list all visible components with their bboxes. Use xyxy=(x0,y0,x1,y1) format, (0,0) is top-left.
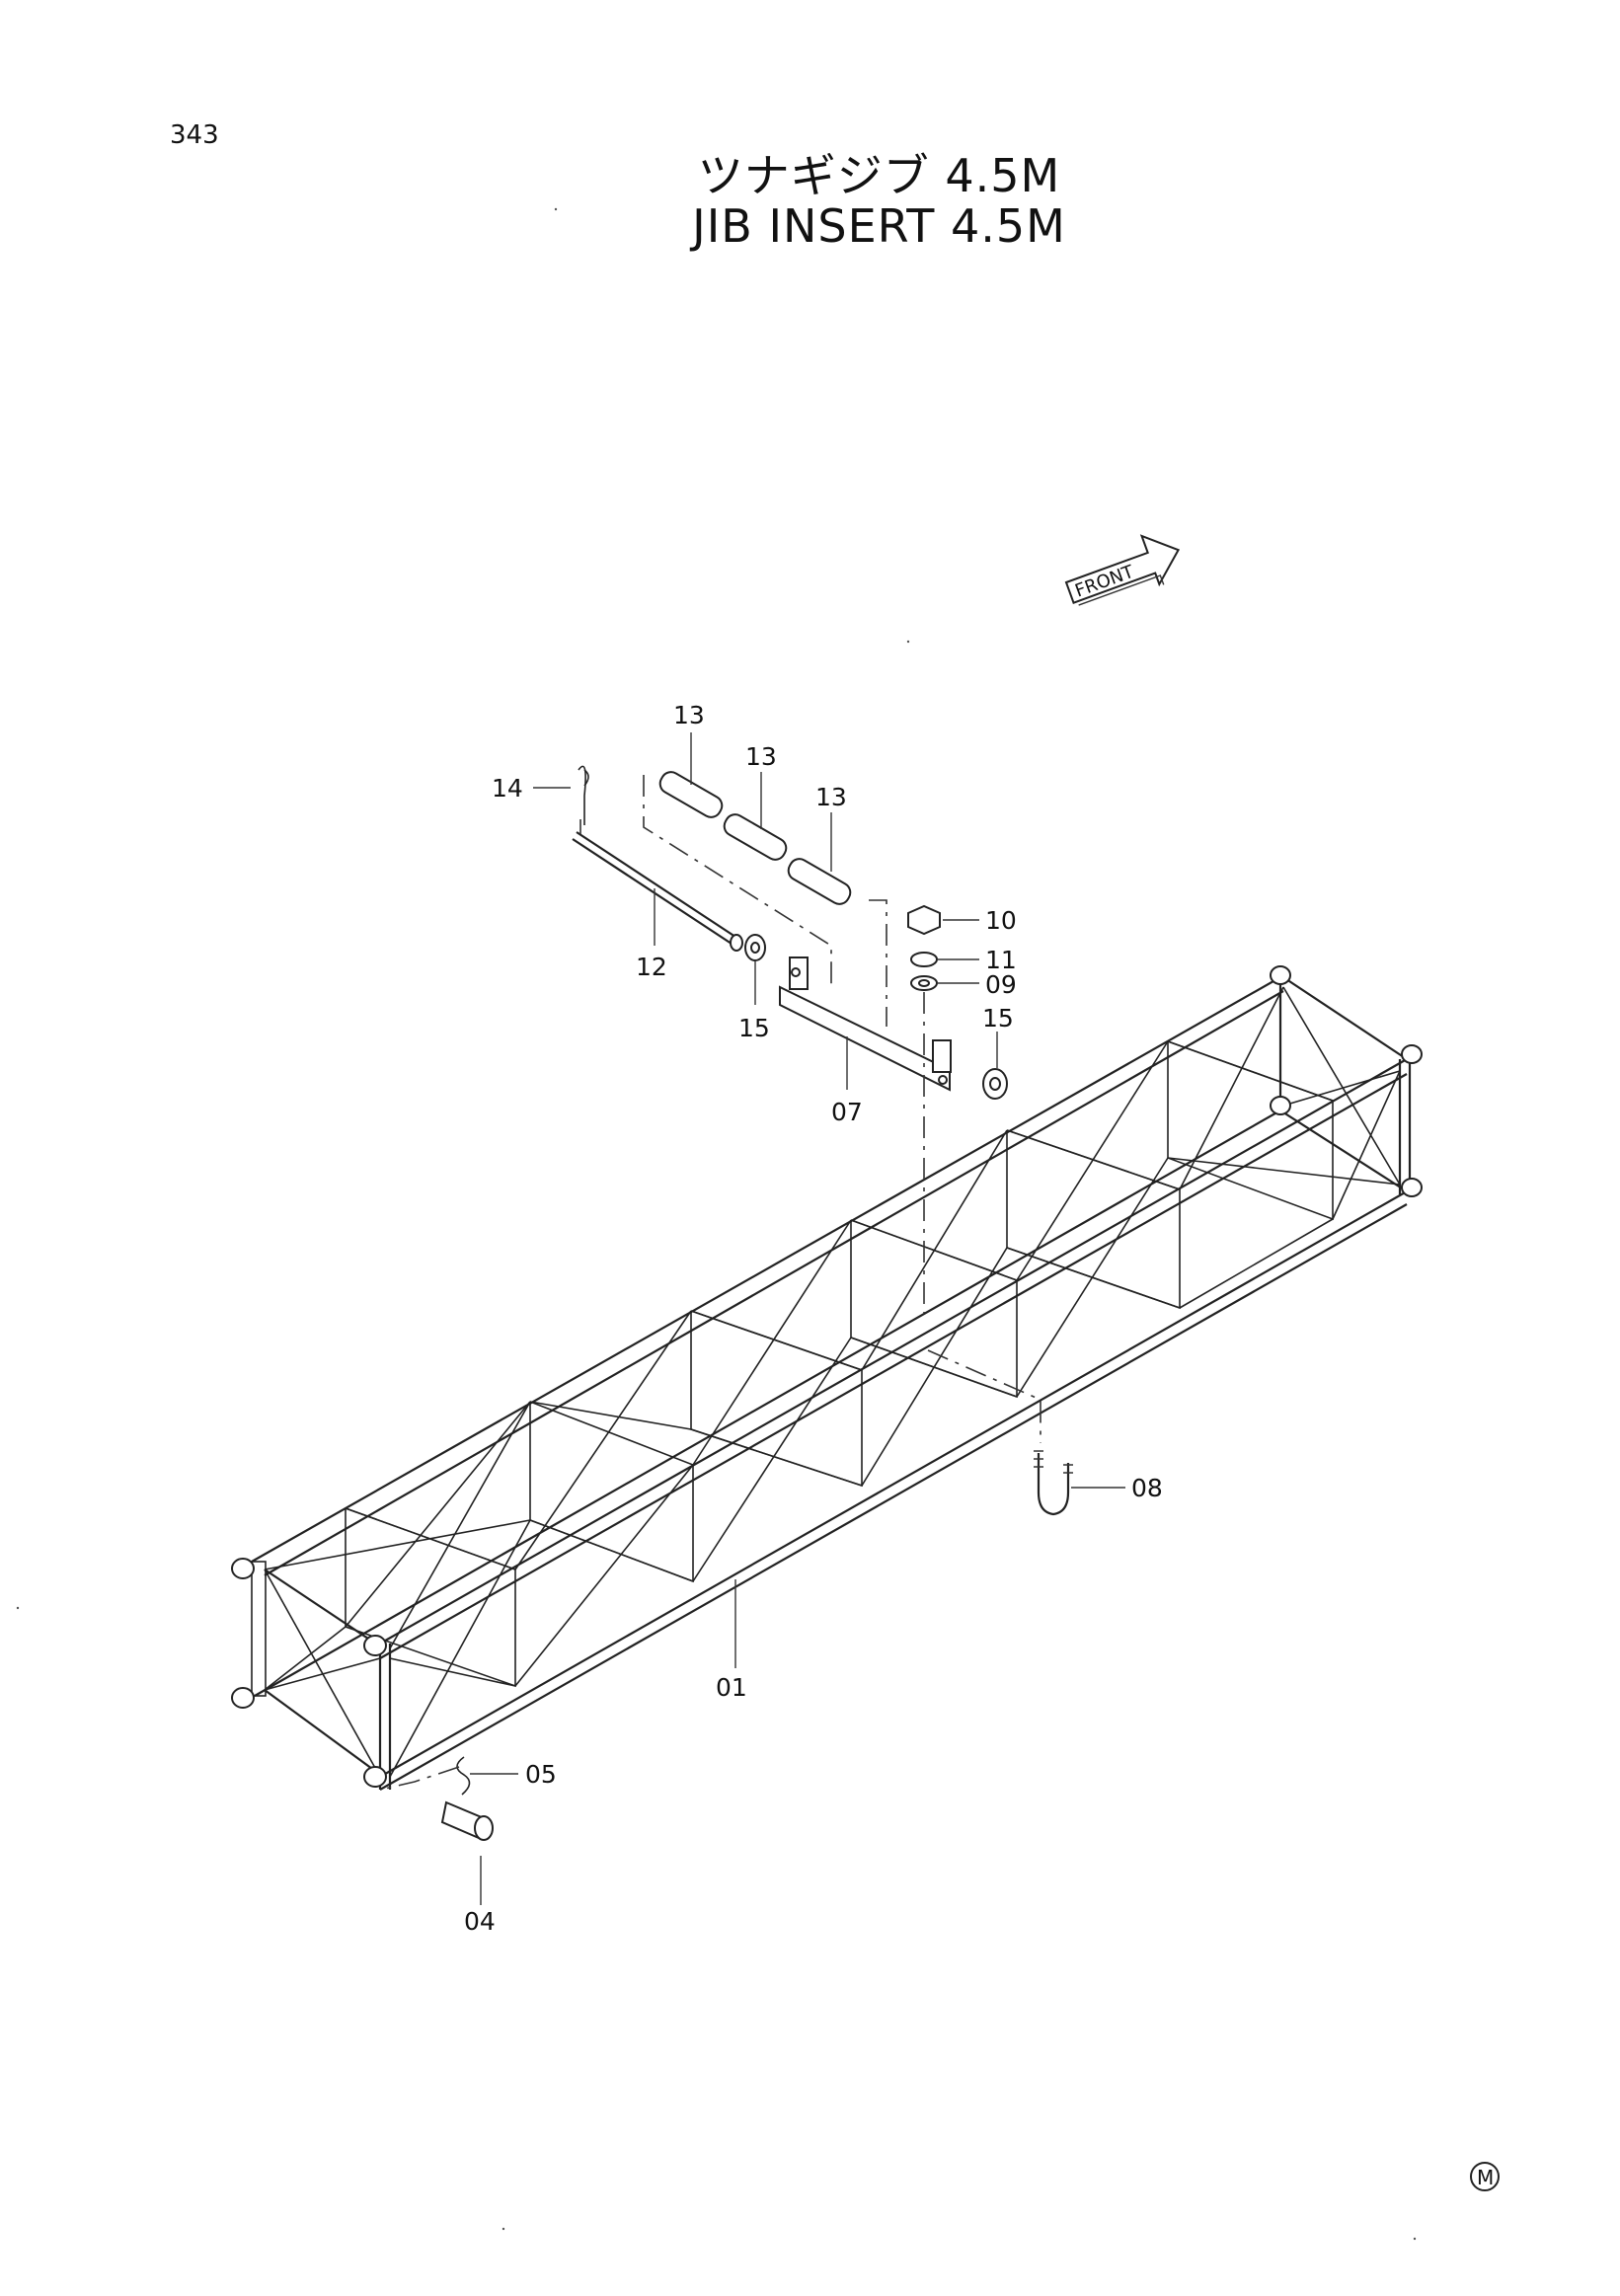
cotter-pin-icon xyxy=(578,765,589,825)
spacer-tubes xyxy=(658,771,852,905)
callout-07: 07 xyxy=(831,1098,863,1126)
callout-14: 14 xyxy=(492,774,523,803)
callout-leaders xyxy=(470,732,1125,1905)
callout-11: 11 xyxy=(985,946,1017,974)
callout-13-top: 13 xyxy=(673,701,705,729)
maker-mark-icon: M xyxy=(1470,2162,1500,2191)
washer-left-icon xyxy=(744,934,766,961)
assembly-lines xyxy=(384,775,1041,1790)
callout-04: 04 xyxy=(464,1907,496,1936)
callout-13-middle: 13 xyxy=(745,742,777,771)
hex-nut-icon xyxy=(907,904,941,936)
pendant-link xyxy=(779,957,952,1092)
washer-icon xyxy=(910,975,938,991)
callout-15-left: 15 xyxy=(738,1014,770,1042)
lock-washer-icon xyxy=(910,952,938,967)
page-title-japanese: ツナギジブ 4.5M xyxy=(697,149,1061,202)
callout-01: 01 xyxy=(716,1673,747,1702)
pin-part xyxy=(572,831,743,952)
lock-pin-icon xyxy=(440,1800,494,1841)
r-clip-icon xyxy=(456,1756,471,1796)
callout-13-bottom: 13 xyxy=(815,783,847,811)
front-arrow-icon: FRONT xyxy=(1064,534,1181,606)
u-bolt-icon xyxy=(1034,1450,1073,1516)
maker-mark: M xyxy=(1477,2166,1494,2189)
page-number: 343 xyxy=(170,120,219,150)
callout-09: 09 xyxy=(985,970,1017,999)
end-lug-icons xyxy=(231,965,1423,1788)
page-title: JIB INSERT 4.5M xyxy=(692,199,1066,253)
washer-right-icon xyxy=(982,1068,1008,1100)
jib-lattice-frame xyxy=(231,965,1423,1791)
callout-10: 10 xyxy=(985,906,1017,935)
callout-15-right: 15 xyxy=(982,1004,1014,1033)
callout-08: 08 xyxy=(1131,1474,1163,1502)
callout-12: 12 xyxy=(636,953,667,981)
callout-05: 05 xyxy=(525,1760,557,1789)
